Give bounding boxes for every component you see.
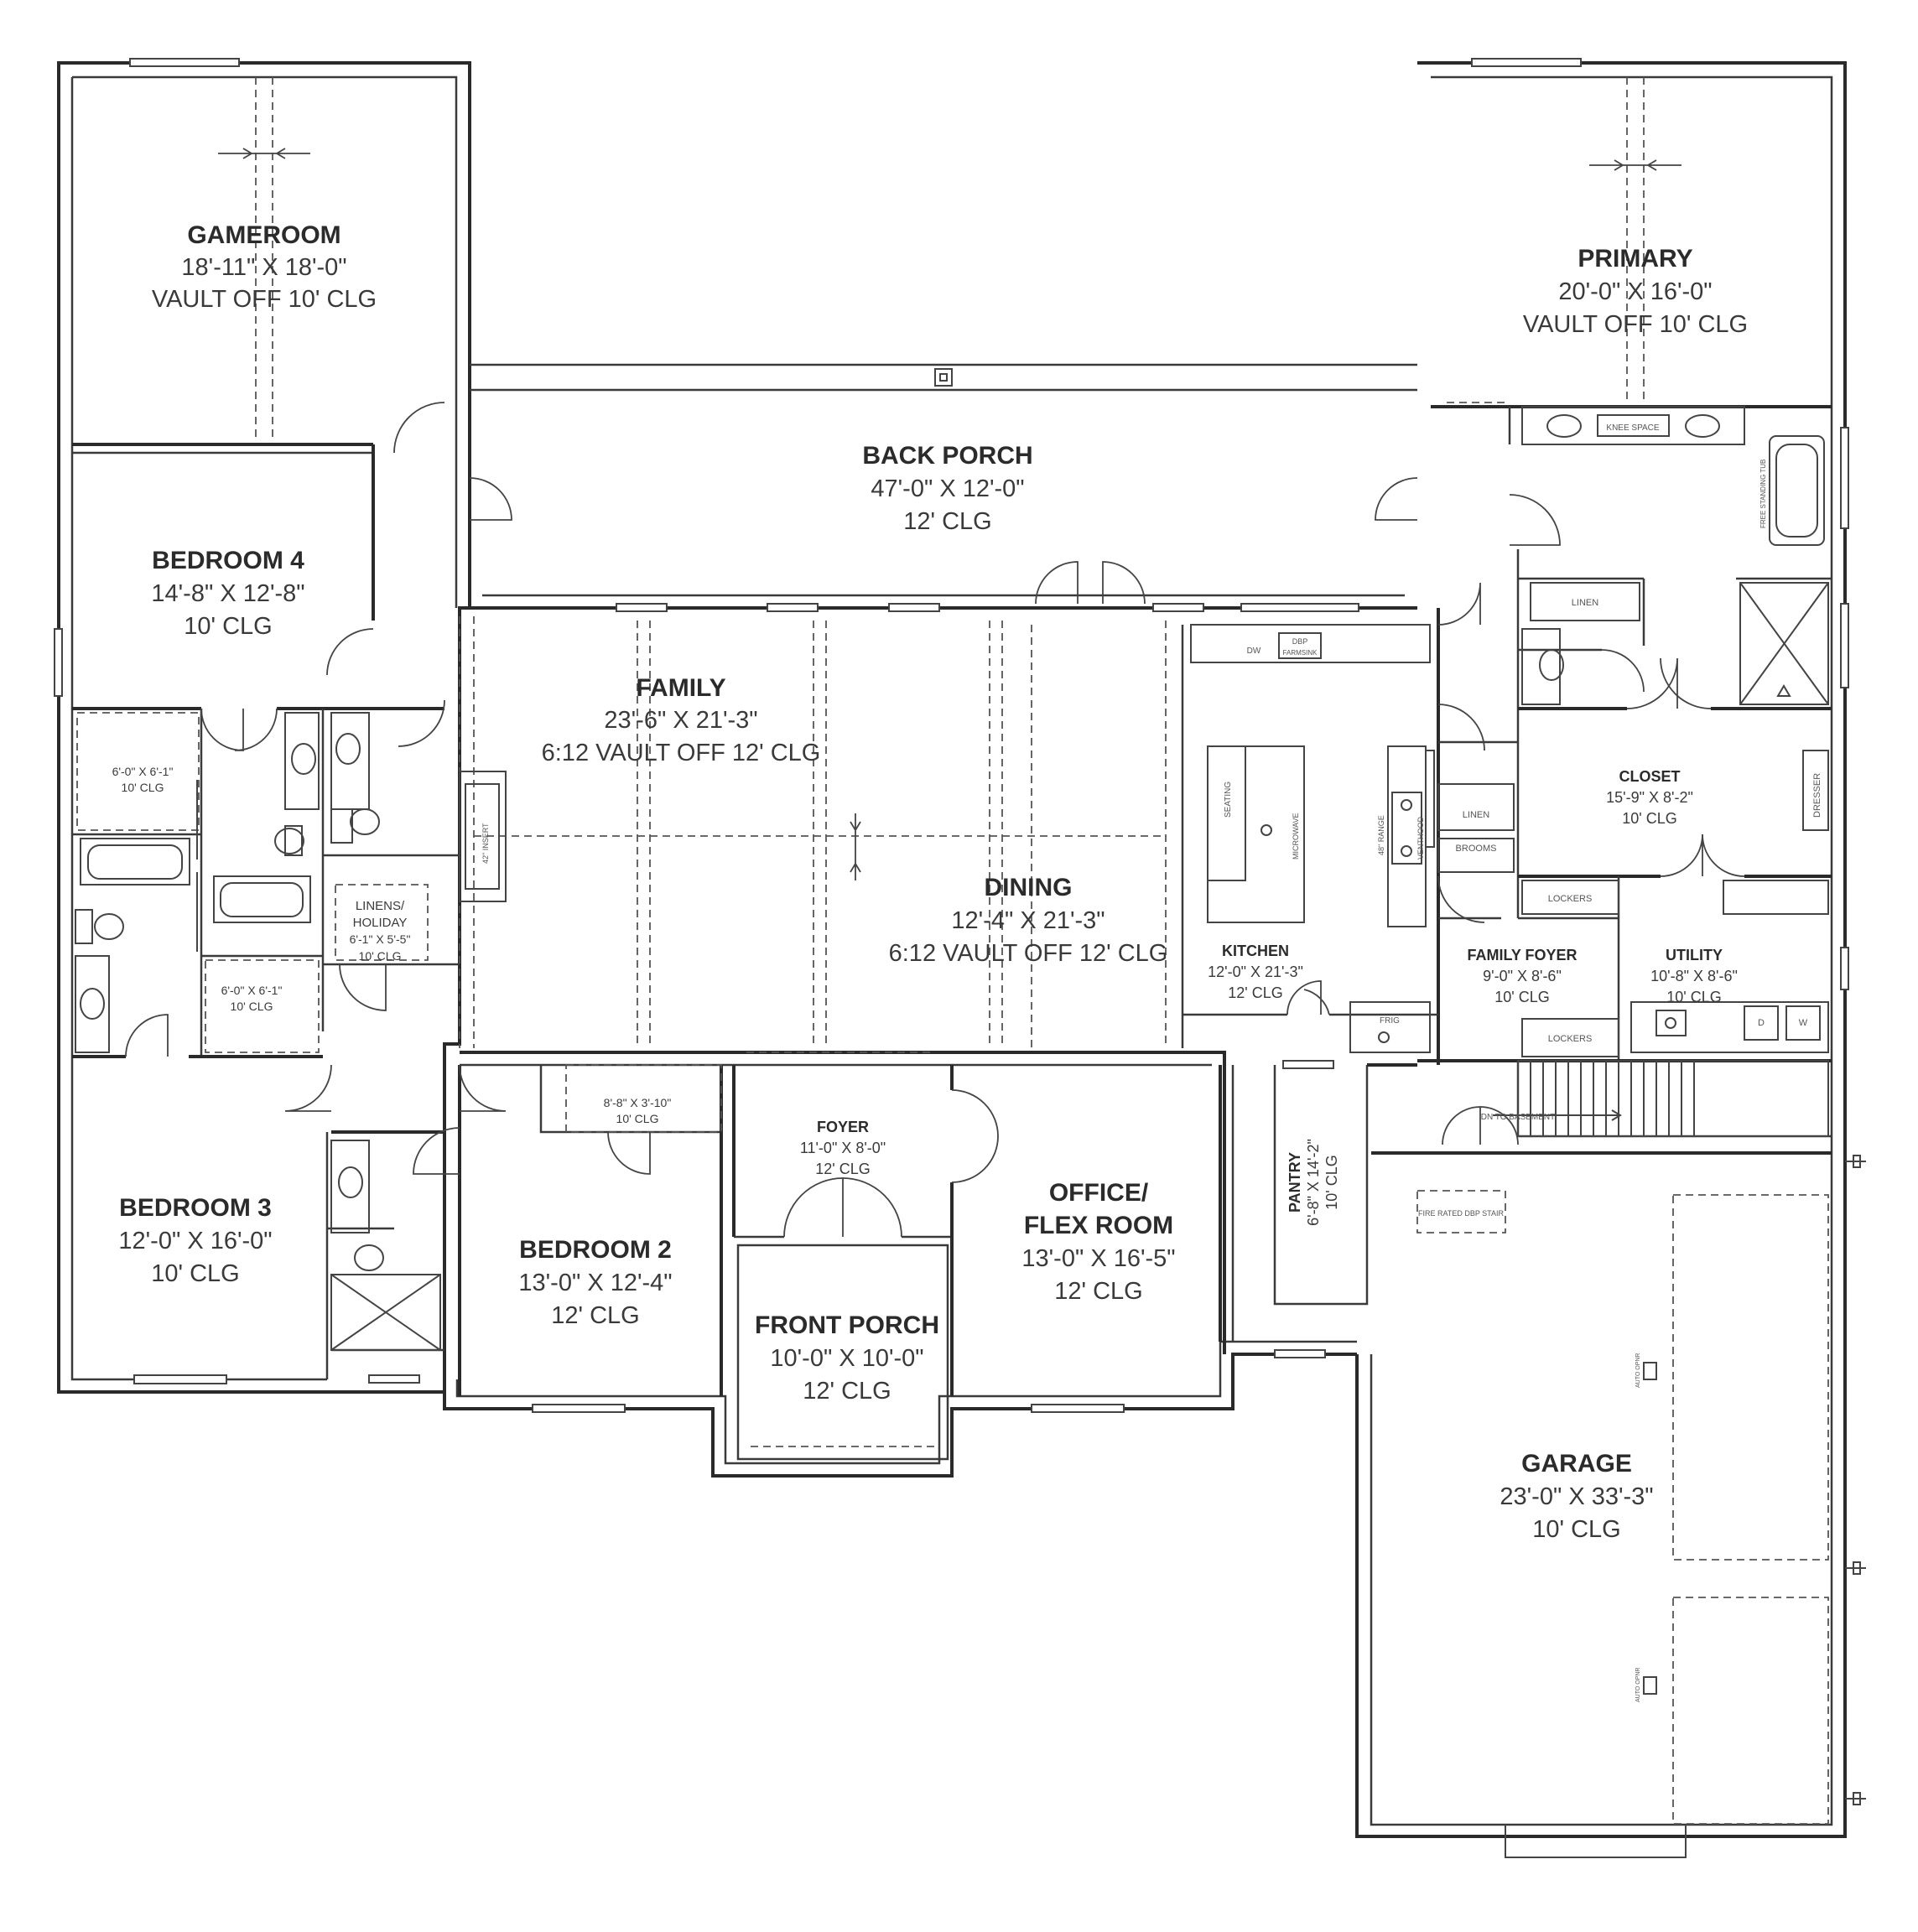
gameroom-name: GAMEROOM bbox=[187, 221, 340, 249]
family-size: 23'-6" X 21'-3" bbox=[604, 707, 757, 734]
dn-basement-label: DN TO BASEMENT bbox=[1481, 1113, 1556, 1122]
utility-name: UTILITY bbox=[1666, 947, 1723, 963]
primary-size: 20'-0" X 16'-0" bbox=[1558, 278, 1712, 305]
bedroom2-clg: 12' CLG bbox=[551, 1302, 639, 1329]
stairs bbox=[1493, 1060, 1829, 1137]
venthood-label: VENTHOOD bbox=[1416, 816, 1425, 860]
brooms-label: BROOMS bbox=[1456, 844, 1497, 854]
linens-line1: LINENS/ bbox=[356, 899, 405, 913]
auto-opener-2-label: AUTO OPNR bbox=[1635, 1668, 1641, 1703]
linens-line2: HOLIDAY bbox=[353, 916, 408, 930]
closet-b2-clg: 10' CLG bbox=[616, 1112, 659, 1125]
foyer-size: 11'-0" X 8'-0" bbox=[800, 1140, 886, 1156]
exterior-walls bbox=[57, 61, 1847, 1838]
pantry-name: PANTRY bbox=[1286, 1152, 1303, 1213]
frig-label: FRIG bbox=[1380, 1016, 1400, 1026]
back-porch-clg: 12' CLG bbox=[903, 508, 991, 535]
tub-label: FREE STANDING TUB bbox=[1759, 460, 1767, 528]
closet-b2-size: 8'-8" X 3'-10" bbox=[604, 1096, 672, 1109]
microwave-label: MICROWAVE bbox=[1292, 813, 1300, 860]
family-foyer-clg: 10' CLG bbox=[1494, 989, 1549, 1005]
closet-b3-size: 6'-0" X 6'-1" bbox=[221, 984, 283, 997]
pantry-clg: 10' CLG bbox=[1323, 1155, 1340, 1209]
dining-name: DINING bbox=[985, 874, 1073, 901]
dbp-label: DBP bbox=[1292, 637, 1308, 646]
garage-size: 23'-0" X 33'-3" bbox=[1500, 1483, 1653, 1510]
bedroom2-size: 13'-0" X 12'-4" bbox=[518, 1270, 672, 1296]
bedroom3-clg: 10' CLG bbox=[151, 1260, 239, 1287]
primary-name: PRIMARY bbox=[1578, 245, 1692, 273]
closet-size: 15'-9" X 8'-2" bbox=[1606, 789, 1693, 806]
dresser-label: DRESSER bbox=[1812, 773, 1822, 818]
range-label: 48" RANGE bbox=[1377, 815, 1385, 855]
fixtures bbox=[75, 368, 1866, 1858]
farmsink-label: FARMSINK bbox=[1283, 649, 1318, 657]
bedroom3-size: 12'-0" X 16'-0" bbox=[118, 1228, 272, 1254]
knee-space-label: KNEE SPACE bbox=[1606, 423, 1659, 433]
dining-size: 12'-4" X 21'-3" bbox=[951, 907, 1105, 934]
linen-primary-label: LINEN bbox=[1572, 598, 1598, 608]
lockers-top-label: LOCKERS bbox=[1548, 894, 1593, 904]
fire-stair-label: FIRE RATED DBP STAIR bbox=[1418, 1209, 1505, 1218]
closet-b3-clg: 10' CLG bbox=[231, 1000, 273, 1013]
insert-label: 42" INSERT bbox=[481, 823, 490, 864]
auto-opener-1-label: AUTO OPNR bbox=[1635, 1353, 1641, 1389]
linen-kitchen-label: LINEN bbox=[1463, 810, 1489, 820]
bedroom3-name: BEDROOM 3 bbox=[119, 1194, 272, 1222]
back-porch-name: BACK PORCH bbox=[862, 442, 1032, 470]
lockers-bottom-label: LOCKERS bbox=[1548, 1034, 1593, 1044]
kitchen-clg: 12' CLG bbox=[1228, 984, 1282, 1001]
interior-walls bbox=[72, 405, 1832, 1461]
front-porch-clg: 12' CLG bbox=[803, 1378, 891, 1405]
office-name-1: OFFICE/ bbox=[1049, 1179, 1149, 1207]
utility-size: 10'-8" X 8'-6" bbox=[1650, 968, 1738, 984]
office-name-2: FLEX ROOM bbox=[1024, 1212, 1173, 1239]
kitchen-name: KITCHEN bbox=[1222, 943, 1289, 959]
office-size: 13'-0" X 16'-5" bbox=[1021, 1245, 1175, 1272]
back-porch-size: 47'-0" X 12'-0" bbox=[871, 475, 1024, 502]
gameroom-size: 18'-11" X 18'-0" bbox=[181, 254, 346, 281]
closet-name: CLOSET bbox=[1619, 768, 1680, 785]
family-foyer-name: FAMILY FOYER bbox=[1467, 947, 1577, 963]
bedroom2-name: BEDROOM 2 bbox=[519, 1236, 672, 1264]
foyer-name: FOYER bbox=[817, 1119, 869, 1135]
family-foyer-size: 9'-0" X 8'-6" bbox=[1483, 968, 1562, 984]
closet-b4-size: 6'-0" X 6'-1" bbox=[112, 765, 174, 778]
gameroom-clg: VAULT OFF 10' CLG bbox=[152, 286, 377, 313]
door-swings bbox=[125, 402, 1745, 1238]
fixture-labels: KNEE SPACE FREE STANDING TUB LINEN LINEN… bbox=[481, 423, 1822, 1702]
windows bbox=[54, 58, 1849, 1413]
family-clg: 6:12 VAULT OFF 12' CLG bbox=[542, 740, 821, 766]
front-porch-name: FRONT PORCH bbox=[755, 1311, 939, 1339]
linens-size: 6'-1" X 5'-5" bbox=[350, 932, 411, 946]
front-porch-size: 10'-0" X 10'-0" bbox=[770, 1345, 923, 1372]
garage-clg: 10' CLG bbox=[1532, 1516, 1620, 1543]
kitchen-size: 12'-0" X 21'-3" bbox=[1208, 963, 1303, 980]
room-labels: GAMEROOM 18'-11" X 18'-0" VAULT OFF 10' … bbox=[112, 221, 1749, 1543]
dining-clg: 6:12 VAULT OFF 12' CLG bbox=[889, 940, 1168, 967]
linens-clg: 10' CLG bbox=[359, 949, 402, 963]
utility-clg: 10' CLG bbox=[1666, 989, 1721, 1005]
closet-clg: 10' CLG bbox=[1622, 810, 1676, 827]
bedroom4-size: 14'-8" X 12'-8" bbox=[151, 580, 304, 607]
seating-label: SEATING bbox=[1224, 782, 1233, 818]
fan-markers bbox=[218, 148, 1681, 880]
closet-b4-clg: 10' CLG bbox=[122, 781, 164, 794]
pantry-size: 6'-8" X 14'-2" bbox=[1305, 1139, 1322, 1226]
family-name: FAMILY bbox=[636, 674, 725, 702]
garage-name: GARAGE bbox=[1521, 1450, 1632, 1478]
ceiling-lines bbox=[76, 77, 1829, 1825]
bedroom4-name: BEDROOM 4 bbox=[152, 547, 304, 574]
office-clg: 12' CLG bbox=[1054, 1278, 1142, 1305]
bedroom4-clg: 10' CLG bbox=[184, 613, 272, 640]
dryer-label: D bbox=[1758, 1018, 1765, 1028]
primary-clg: VAULT OFF 10' CLG bbox=[1523, 311, 1748, 338]
washer-label: W bbox=[1799, 1018, 1808, 1028]
dw-label: DW bbox=[1247, 647, 1261, 656]
foyer-clg: 12' CLG bbox=[815, 1161, 870, 1177]
